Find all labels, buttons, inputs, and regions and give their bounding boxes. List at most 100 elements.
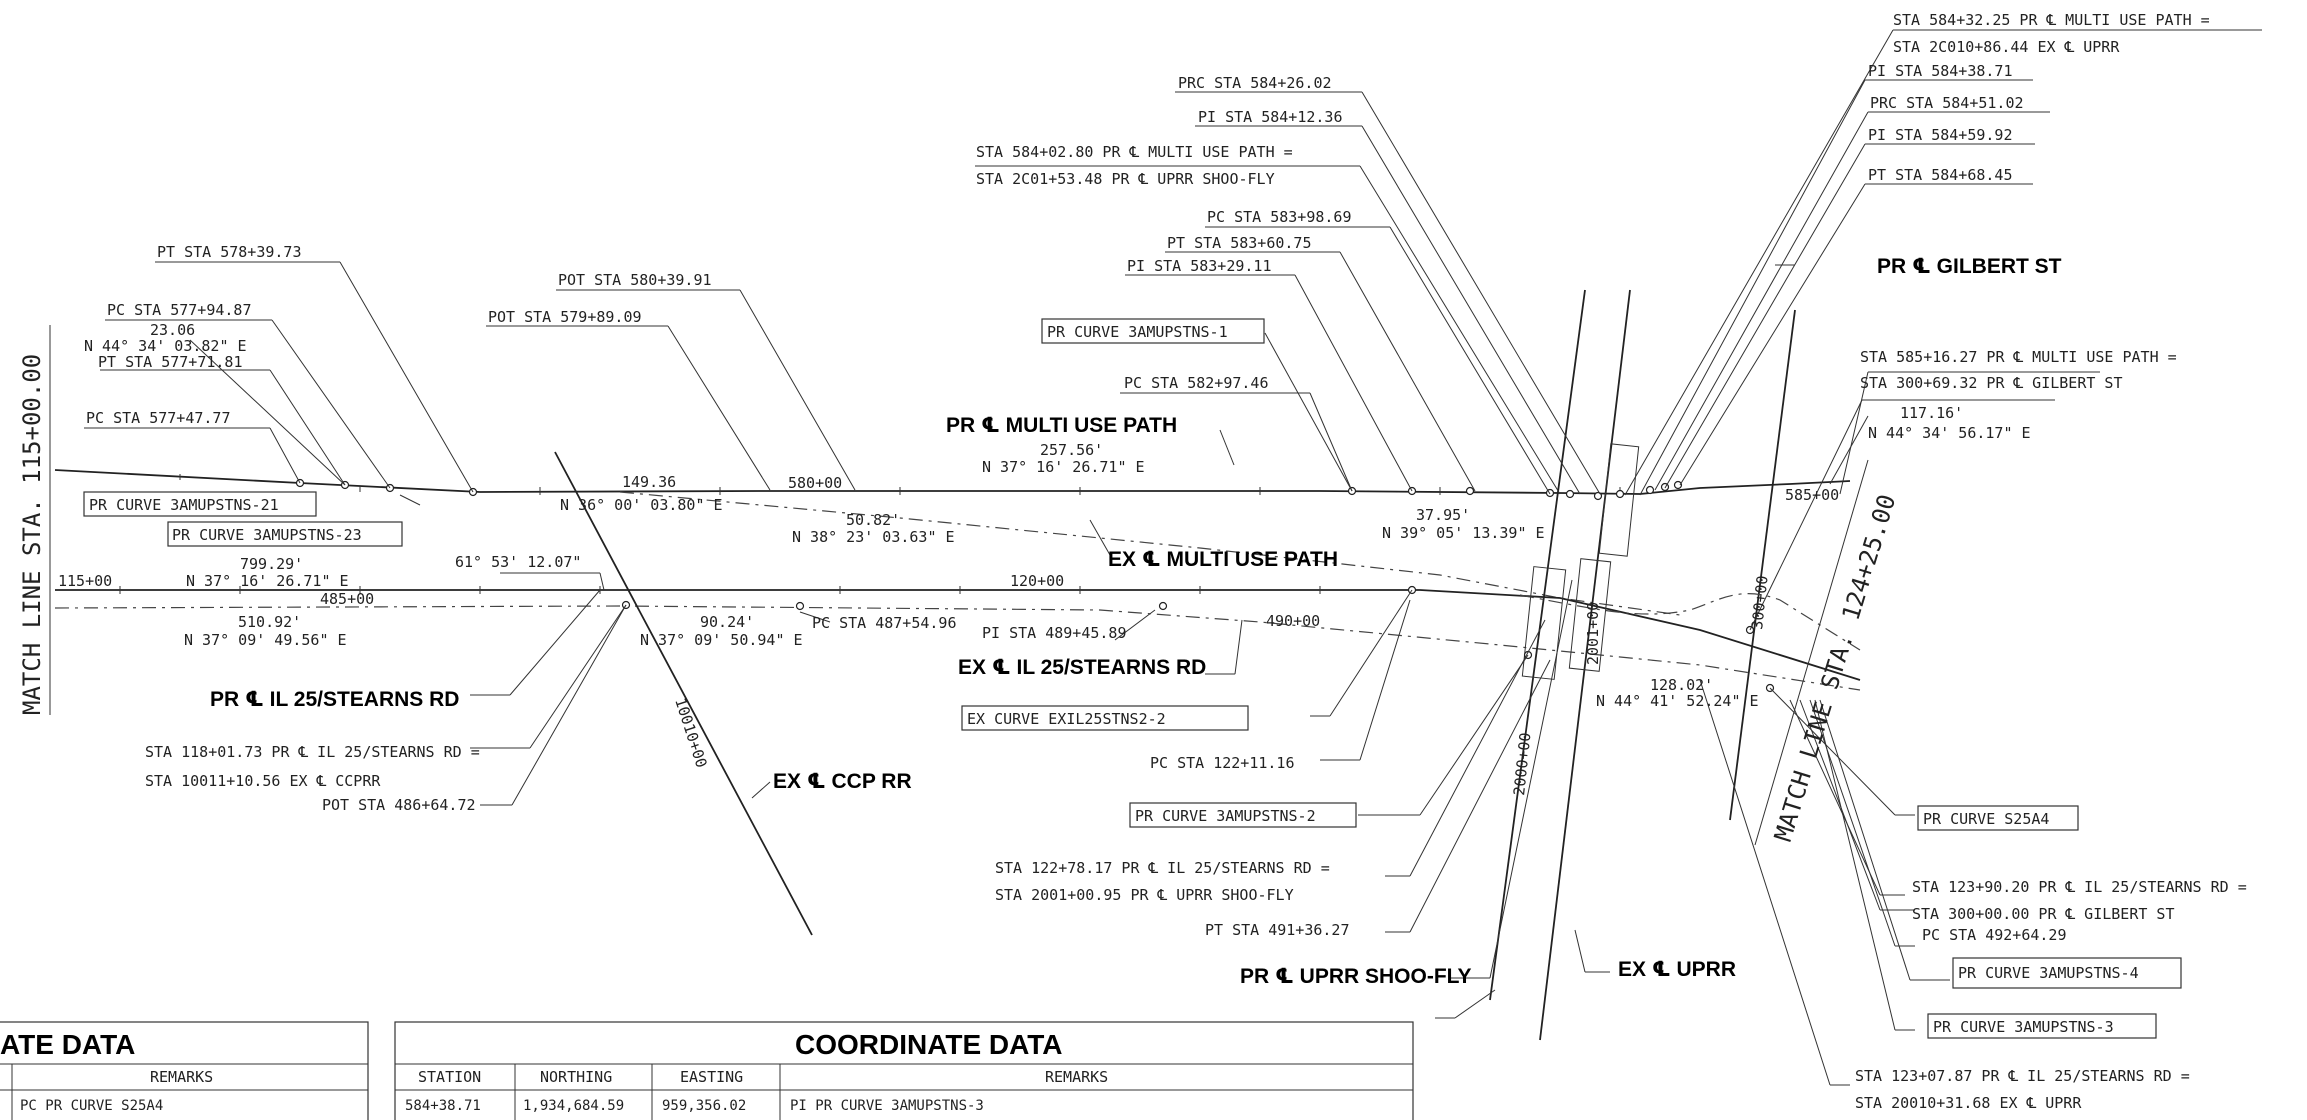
label-pr-multi-use-path: PR ℄ MULTI USE PATH	[946, 414, 1177, 437]
crossing-box-1	[1521, 566, 1567, 680]
annotation: STA 300+00.00 PR ℄ GILBERT ST	[1912, 905, 2175, 923]
table-header: NORTHING	[540, 1068, 612, 1086]
annotation: PT STA 491+36.27	[1205, 921, 1350, 939]
annotation: 120+00	[1010, 572, 1064, 590]
annotation: STA 584+32.25 PR ℄ MULTI USE PATH =	[1893, 11, 2210, 29]
match-line-right	[1754, 459, 1869, 846]
label-ex-uprr: EX ℄ UPRR	[1618, 958, 1736, 981]
crossing-curve	[1519, 593, 1861, 651]
annotation: 37.95'	[1416, 506, 1470, 524]
table-cell: 584+38.71	[405, 1098, 481, 1114]
annotation: N 44° 34' 56.17" E	[1868, 424, 2031, 442]
annotation: PR CURVE 3AMUPSTNS-23	[172, 526, 362, 544]
annotation: PR CURVE S25A4	[1923, 810, 2049, 828]
annotation: STA 2001+00.95 PR ℄ UPRR SHOO-FLY	[995, 886, 1294, 904]
annotation: N 38° 23' 03.63" E	[792, 528, 955, 546]
annotation: PR CURVE 3AMUPSTNS-21	[89, 496, 279, 514]
annotation: 585+00	[1785, 486, 1839, 504]
ex-uprr-line	[1539, 289, 1631, 1041]
table-header: EASTING	[680, 1068, 743, 1086]
annotation: N 37° 16' 26.71" E	[186, 572, 349, 590]
curve-label-box	[1129, 802, 1357, 828]
annotation: PI STA 489+45.89	[982, 624, 1127, 642]
match-line-left-text: MATCH LINE STA. 115+00.00	[18, 354, 46, 715]
annotation: N 44° 34' 03.82" E	[84, 337, 247, 355]
annotation: PC STA 583+98.69	[1207, 208, 1352, 226]
label-ex-ccp-rr: EX ℄ CCP RR	[773, 770, 912, 793]
annotation: 50.82'	[846, 511, 900, 529]
curve-label-box	[1041, 318, 1265, 344]
annotation: 510.92'	[238, 613, 301, 631]
ex-multi-use-path-line	[619, 491, 1681, 616]
pr-uprr-shoo-fly-line	[1489, 289, 1586, 1001]
annotation: PC STA 122+11.16	[1150, 754, 1295, 772]
annotation: EX CURVE EXIL25STNS2-2	[967, 710, 1166, 728]
coordinate-table-right: COORDINATE DATA STATION NORTHING EASTING…	[394, 1021, 1414, 1120]
table-header: REMARKS	[1045, 1068, 1108, 1086]
table-cell: PI PR CURVE 3AMUPSTNS-3	[790, 1098, 984, 1114]
curve-label-box	[961, 705, 1249, 731]
annotation: PRC STA 584+51.02	[1870, 94, 2024, 112]
annotation: N 44° 41' 52.24" E	[1596, 692, 1759, 710]
pr-gilbert-st-line	[1729, 309, 1796, 821]
table-cell: 959,356.02	[662, 1098, 746, 1114]
pr-il25-line	[55, 589, 1861, 681]
annotation: PT STA 584+68.45	[1868, 166, 2013, 184]
annotation: STA 2C01+53.48 PR ℄ UPRR SHOO-FLY	[976, 170, 1275, 188]
ex-ccp-rr-line	[554, 451, 813, 936]
annotation: 61° 53' 12.07"	[455, 553, 581, 571]
annotation: PR CURVE 3AMUPSTNS-3	[1933, 1018, 2114, 1036]
annotation: 23.06	[150, 321, 195, 339]
leader-lines	[84, 29, 2262, 1086]
annotation: 485+00	[320, 590, 374, 608]
annotation: PC STA 577+47.77	[86, 409, 231, 427]
annotation: STA 122+78.17 PR ℄ IL 25/STEARNS RD =	[995, 859, 1330, 877]
curve-label-box	[1927, 1013, 2157, 1039]
annotation: 115+00	[58, 572, 112, 590]
annotation: PT STA 583+60.75	[1167, 234, 1312, 252]
annotation: PT STA 577+71.81	[98, 353, 243, 371]
annotation: PRC STA 584+26.02	[1178, 74, 1332, 92]
annotation: 490+00	[1266, 612, 1320, 630]
annotation: STA 2C010+86.44 EX ℄ UPRR	[1893, 38, 2120, 56]
annotation: PI STA 584+38.71	[1868, 62, 2013, 80]
annotation: STA 300+69.32 PR ℄ GILBERT ST	[1860, 374, 2123, 392]
annotation: 257.56'	[1040, 441, 1103, 459]
annotation: N 36° 00' 03.80" E	[560, 496, 723, 514]
crossing-box-3	[1598, 443, 1640, 557]
label-ex-il25: EX ℄ IL 25/STEARNS RD	[958, 656, 1206, 679]
annotation: 300+00	[1748, 575, 1772, 631]
annotation: PC STA 487+54.96	[812, 614, 957, 632]
annotation: 2001+00	[1584, 602, 1602, 665]
table-cell: PC PR CURVE S25A4	[20, 1098, 163, 1114]
annotation: STA 585+16.27 PR ℄ MULTI USE PATH =	[1860, 348, 2177, 366]
annotation: N 39° 05' 13.39" E	[1382, 524, 1545, 542]
annotation: POT STA 579+89.09	[488, 308, 642, 326]
annotation: PI STA 583+29.11	[1127, 257, 1272, 275]
table-header: STATION	[418, 1068, 481, 1086]
annotation: PR CURVE 3AMUPSTNS-4	[1958, 964, 2139, 982]
annotation: PT STA 578+39.73	[157, 243, 302, 261]
annotation: 580+00	[788, 474, 842, 492]
annotation: 149.36	[622, 473, 676, 491]
annotation: N 37° 09' 50.94" E	[640, 631, 803, 649]
annotation: 128.02'	[1650, 676, 1713, 694]
coordinate-table-left: ATE DATA REMARKS PC PR CURVE S25A4	[0, 1021, 369, 1120]
label-pr-uprr-shoo-fly: PR ℄ UPRR SHOO-FLY	[1240, 965, 1472, 988]
annotation: PC STA 577+94.87	[107, 301, 252, 319]
curve-label-box	[1952, 957, 2182, 989]
curve-label-box	[167, 521, 403, 547]
label-pr-il25: PR ℄ IL 25/STEARNS RD	[210, 688, 459, 711]
annotation: STA 20010+31.68 EX ℄ UPRR	[1855, 1094, 2082, 1112]
label-ex-multi-use-path: EX ℄ MULTI USE PATH	[1108, 548, 1338, 571]
annotation: PC STA 582+97.46	[1124, 374, 1269, 392]
annotation: POT STA 580+39.91	[558, 271, 712, 289]
annotation: STA 118+01.73 PR ℄ IL 25/STEARNS RD =	[145, 743, 480, 761]
annotation: STA 10011+10.56 EX ℄ CCPRR	[145, 772, 381, 790]
curve-label-box	[1917, 805, 2079, 831]
annotation: 117.16'	[1900, 404, 1963, 422]
annotation: 2000+00	[1510, 732, 1535, 797]
annotation: PR CURVE 3AMUPSTNS-2	[1135, 807, 1316, 825]
